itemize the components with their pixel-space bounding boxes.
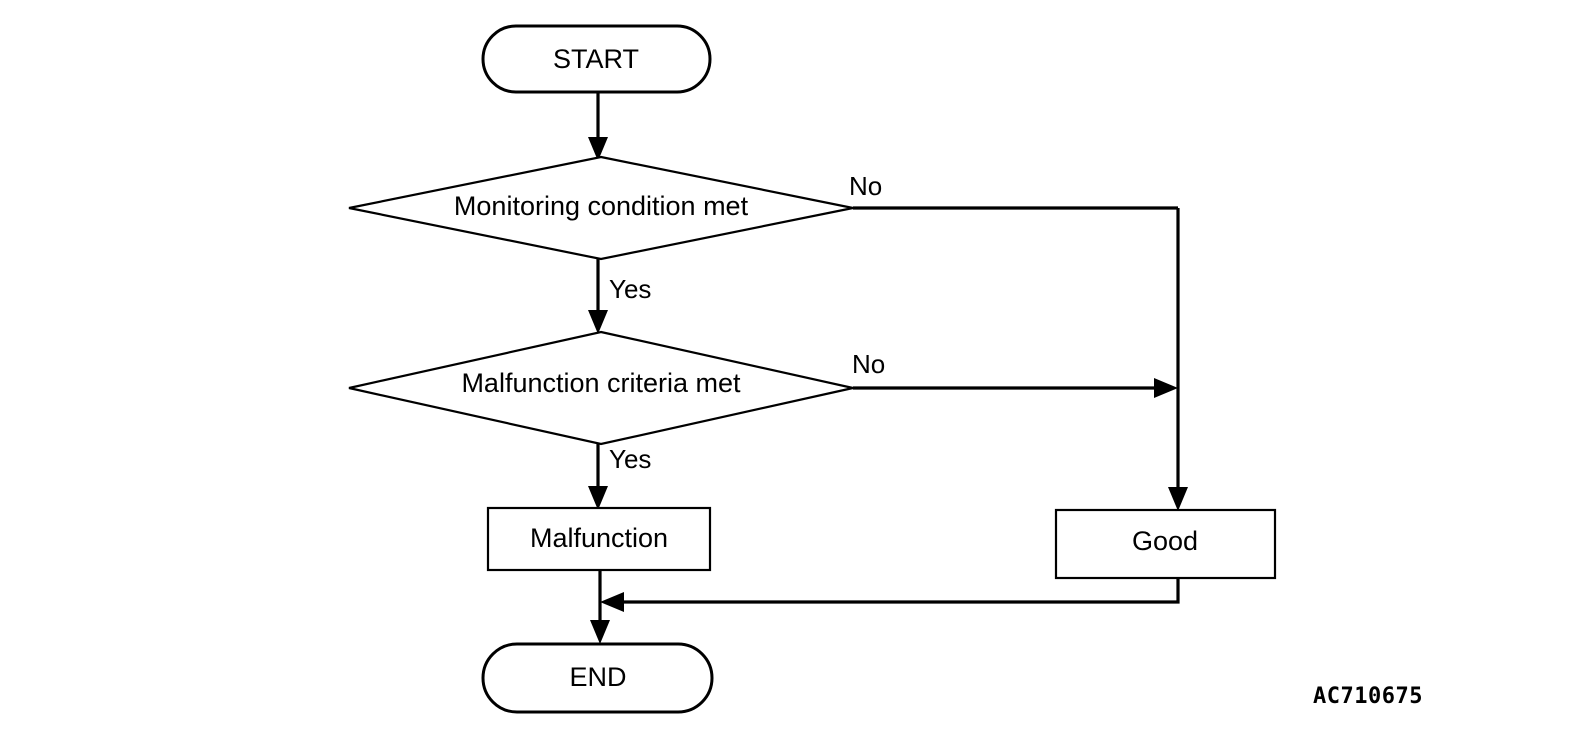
node-good-result[interactable]: Good — [1054, 508, 1277, 580]
monitoring-decision-shape — [348, 155, 854, 261]
node-malfunction-criteria[interactable]: Malfunction criteria met — [348, 330, 854, 446]
edge-malfunction-to-end — [590, 570, 610, 644]
monitoring-label: Monitoring condition met — [454, 191, 749, 221]
arrowhead-down — [588, 310, 608, 334]
edge-right-rail-to-good — [1168, 208, 1188, 511]
start-terminator-shape — [481, 24, 712, 94]
criteria-label: Malfunction criteria met — [461, 368, 741, 398]
start-label: START — [553, 44, 639, 74]
good-box-shape — [1054, 508, 1277, 580]
edge-criteria-no — [853, 378, 1178, 398]
arrowhead-down — [590, 620, 610, 644]
edge-label-criteria-yes: Yes — [609, 444, 651, 474]
edge-criteria-yes — [588, 444, 608, 510]
edge-monitoring-yes — [588, 259, 608, 334]
end-terminator-shape — [481, 642, 714, 714]
arrowhead-down — [588, 137, 608, 161]
reference-code-watermark: AC710675 — [1313, 684, 1423, 709]
arrowhead-right — [1154, 378, 1178, 398]
malfunction-label: Malfunction — [530, 523, 668, 553]
malfunction-box-shape — [486, 506, 712, 572]
end-label: END — [569, 662, 626, 692]
arrowhead-down — [1168, 487, 1188, 511]
edge-label-criteria-no: No — [852, 349, 885, 379]
arrowhead-down — [588, 486, 608, 510]
good-label: Good — [1132, 526, 1198, 556]
edge-label-monitoring-no: No — [849, 171, 882, 201]
edge-label-monitoring-yes: Yes — [609, 274, 651, 304]
arrowhead-left — [600, 592, 624, 612]
node-malfunction-result[interactable]: Malfunction — [486, 506, 712, 572]
edge-good-to-end — [600, 578, 1180, 612]
edge-start-to-monitoring — [588, 92, 608, 161]
node-start[interactable]: START — [481, 24, 712, 94]
node-monitoring-condition[interactable]: Monitoring condition met — [348, 155, 854, 261]
edge-line — [612, 578, 1180, 604]
node-end[interactable]: END — [481, 642, 714, 714]
criteria-decision-shape — [348, 330, 854, 446]
